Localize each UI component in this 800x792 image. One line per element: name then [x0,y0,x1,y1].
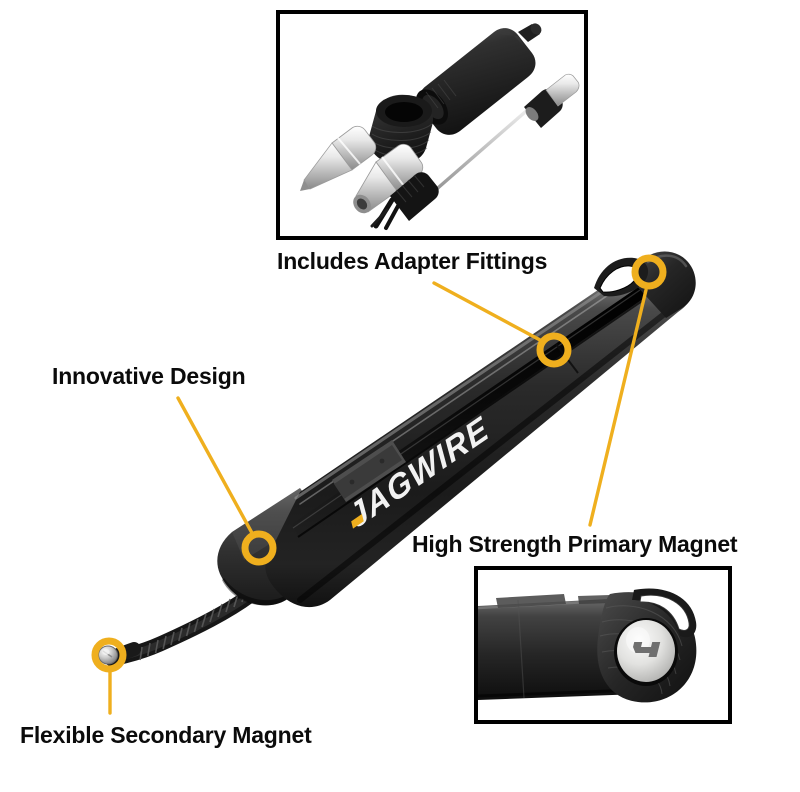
inset-primary-magnet-photo [474,566,732,724]
jagwire-j-logo-icon [632,642,661,657]
callout-marker-adapter-fittings [536,332,572,368]
barrel-end-cap [594,251,696,318]
flexible-gooseneck-lead [98,586,260,667]
callout-line-adapter-fittings [432,281,542,342]
callout-label-innovative-design: Innovative Design [52,363,246,389]
barrel-slot-channel [292,286,646,538]
primary-magnet-disc [614,618,678,686]
brand-logo-text: JAGWIRE [343,410,495,537]
callout-label-secondary-magnet: Flexible Secondary Magnet [20,722,312,748]
brand-logo: JAGWIRE [343,410,495,537]
end-cap-magnet-closeup [478,570,728,720]
pump-barrel-section [478,594,638,700]
callout-label-primary-magnet: High Strength Primary Magnet [412,531,738,557]
callout-marker-innovative-design [241,530,277,566]
threaded-collar-ring [368,94,434,165]
slider-latch [332,440,406,502]
callout-line-innovative-design [176,396,254,535]
needle-tip-fitting [300,125,377,191]
callout-marker-primary-magnet [631,254,667,290]
inset-adapter-fittings-photo [276,10,588,240]
callout-label-adapter-fittings: Includes Adapter Fittings [277,248,548,274]
tool-handle-grip [217,488,348,606]
split-jaw-gripper-rod [370,73,580,230]
callout-line-primary-magnet [588,288,648,527]
callout-marker-secondary-magnet [91,637,127,673]
secondary-magnet-tip [98,645,118,665]
adapter-fittings-parts [280,14,584,236]
